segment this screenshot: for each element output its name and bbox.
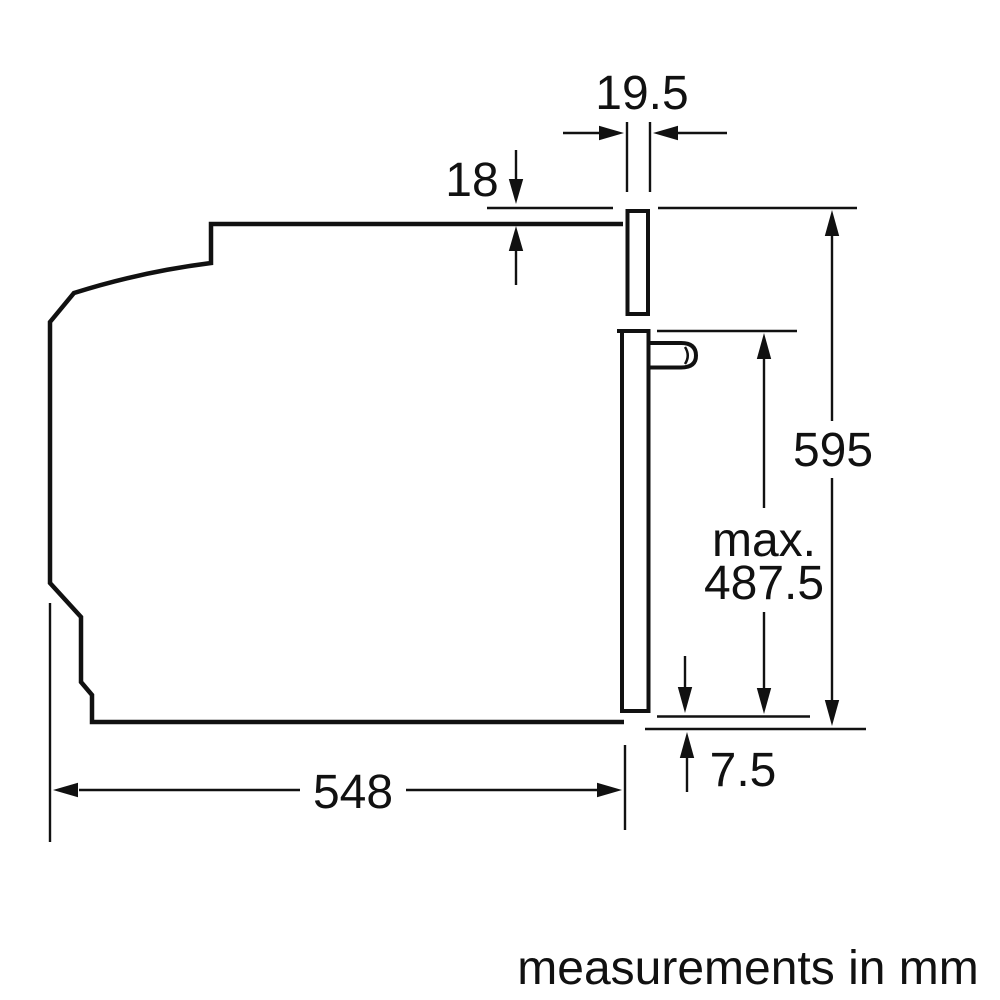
door-handle xyxy=(649,341,699,370)
dim-label-top-overhang: 18 xyxy=(445,154,498,207)
arrow-right-icon xyxy=(597,782,622,798)
arrow-right-icon xyxy=(599,125,624,141)
dimension-labels: 19.5 18 595 max. 487.5 7.5 548 measureme… xyxy=(313,67,979,995)
dim-label-appliance-depth: 548 xyxy=(313,766,393,819)
dimension-lines xyxy=(48,122,866,842)
arrow-down-icon xyxy=(824,700,840,726)
arrow-up-icon xyxy=(824,210,840,236)
arrow-up-icon xyxy=(508,226,524,251)
arrow-down-icon xyxy=(677,687,693,713)
arrow-up-icon xyxy=(679,732,695,758)
dim-label-front-frame-thickness: 19.5 xyxy=(595,67,688,120)
arrow-down-icon xyxy=(756,688,772,714)
control-panel xyxy=(625,209,650,316)
arrow-left-icon xyxy=(653,125,678,141)
dim-label-appliance-height: 595 xyxy=(793,424,873,477)
arrow-up-icon xyxy=(756,333,772,359)
arrow-down-icon xyxy=(508,179,524,204)
oven-door xyxy=(617,329,651,713)
arrowheads xyxy=(53,125,840,798)
dim-label-door-height: 487.5 xyxy=(704,557,824,610)
oven-body-outline xyxy=(47,221,624,725)
dim-label-bottom-offset: 7.5 xyxy=(710,744,777,797)
door-handle-cap xyxy=(683,346,689,365)
line-work xyxy=(47,122,866,842)
dim-label-door-height-prefix: max. xyxy=(712,514,816,567)
footer-note: measurements in mm xyxy=(517,942,978,995)
arrow-left-icon xyxy=(53,782,78,798)
